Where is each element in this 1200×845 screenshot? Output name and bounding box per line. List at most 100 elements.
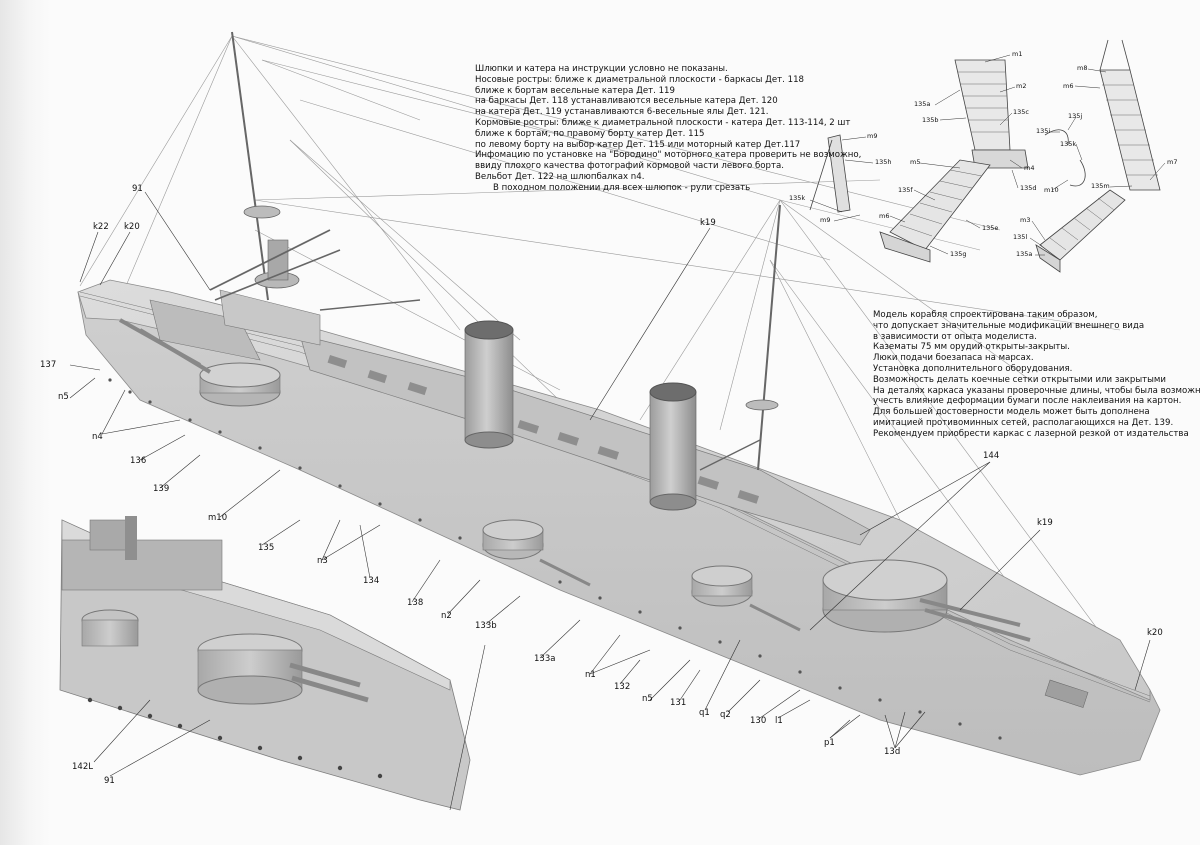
part-label: k19 xyxy=(700,218,716,228)
part-label: 91 xyxy=(132,184,143,194)
note-line: ближе к бортам весельные катера Дет. 119 xyxy=(475,85,675,96)
aft-main-turret xyxy=(822,559,1031,642)
foremast xyxy=(209,31,421,311)
part-label: n2 xyxy=(441,611,452,621)
part-label: m10 xyxy=(208,513,228,523)
detail-label: m9 xyxy=(867,132,878,140)
part-label: n5 xyxy=(58,392,69,402)
detail-label: 135m xyxy=(1091,182,1110,190)
part-label: n1 xyxy=(585,670,596,680)
detail-label: m5 xyxy=(910,158,921,166)
detail-label: m9 xyxy=(820,216,831,224)
part-label: 138 xyxy=(407,598,424,608)
part-label: n4 xyxy=(92,432,103,442)
note-line: что допускает значительные модификации в… xyxy=(873,320,1145,331)
part-label: l1 xyxy=(775,716,783,726)
detail-label: 135j xyxy=(1068,112,1083,120)
detail-label: 135g xyxy=(950,250,967,258)
part-label: 91 xyxy=(104,776,115,786)
detail-label: m6 xyxy=(1063,82,1074,90)
part-label: 144 xyxy=(983,451,1000,461)
note-line: Модель корабля спроектирована таким обра… xyxy=(873,310,1098,320)
note-line: Люки подачи боезапаса на марсах. xyxy=(873,353,1034,364)
detail-label: 135i xyxy=(1036,127,1051,135)
part-label: 133b xyxy=(475,621,497,631)
part-label: k20 xyxy=(1147,628,1163,638)
part-label: 135 xyxy=(258,543,275,553)
part-label: 137 xyxy=(40,360,57,370)
detail-label: 135e xyxy=(982,224,999,232)
ladder-leader-lines xyxy=(809,54,1166,256)
bridge-structure xyxy=(149,289,321,361)
note-line: на баркасы Дет. 118 устанавливаются весе… xyxy=(475,96,778,107)
note-line: имитацией противоминных сетей, располага… xyxy=(873,417,1174,428)
note-line: ввиду плохого качества фотографий кормов… xyxy=(475,161,784,172)
part-label: 133a xyxy=(534,654,556,664)
ladder-details xyxy=(809,39,1161,273)
detail-label: m3 xyxy=(1020,216,1031,224)
note-line: по левому борту на выбор катер Дет. 115 … xyxy=(475,139,801,150)
part-label: 131 xyxy=(670,698,687,708)
detail-label: m7 xyxy=(1167,158,1178,166)
leader-lines xyxy=(69,191,1151,749)
mainmast xyxy=(699,204,781,471)
detail-label: m6 xyxy=(879,212,890,220)
note-line: Кормовые ростры: ближе к диаметральной п… xyxy=(475,117,851,128)
part-label: q2 xyxy=(720,710,731,720)
detail-label: 135l xyxy=(1013,233,1028,241)
detail-label: 135d xyxy=(1020,184,1037,192)
part-label: n5 xyxy=(642,694,653,704)
detail-label: 135h xyxy=(875,158,892,166)
note-line: Вельбот Дет. 122 на шлюпбалках n4. xyxy=(475,171,645,182)
part-label: k20 xyxy=(124,222,140,232)
note-line: Носовые ростры: ближе к диаметральной пл… xyxy=(475,74,805,85)
note-line: Рекомендуем приобрести каркас с лазерной… xyxy=(873,428,1189,439)
note-line: Казематы 75 мм орудий открыты-закрыты. xyxy=(873,342,1070,353)
deck-details xyxy=(327,355,760,504)
note-line: ближе к бортам, по правому борту катер Д… xyxy=(475,128,705,139)
detail-label: m10 xyxy=(1044,186,1059,194)
forward-turret xyxy=(119,318,281,407)
inset-leader-lines xyxy=(93,699,211,777)
part-label: 136 xyxy=(130,456,147,466)
detail-label: 135k xyxy=(789,194,806,202)
part-label: q1 xyxy=(699,708,710,718)
note-line: на катера Дет. 119 устанавливаются 6-вес… xyxy=(475,107,769,118)
detail-label: 135f xyxy=(898,186,913,194)
note-line: Установка дополнительного оборудования. xyxy=(873,363,1073,374)
detail-label: 135a xyxy=(914,100,931,108)
funnel-fore xyxy=(464,320,514,449)
funnel-aft xyxy=(649,382,697,511)
detail-label: m4 xyxy=(1024,164,1035,172)
part-label: 13d xyxy=(884,747,901,757)
part-label: n3 xyxy=(317,556,328,566)
note-line: учесть влияние деформации бумаги после н… xyxy=(873,396,1182,407)
note-line: в зависимости от опыта моделиста. xyxy=(873,331,1037,342)
part-label: 134 xyxy=(363,576,380,586)
part-label: 142L xyxy=(72,762,93,772)
detail-label: m2 xyxy=(1016,82,1027,90)
note-line: Возможность делать коечные сетки открыты… xyxy=(873,374,1166,385)
note-line: Шлюпки и катера на инструкции условно не… xyxy=(475,64,728,74)
note-line: В походном положении для всех шлюпок - р… xyxy=(493,182,751,193)
model-notes: Модель корабля спроектирована таким обра… xyxy=(873,310,1200,440)
superstructure xyxy=(299,334,871,546)
note-line: Инфомацию по установке на "Бородино" мот… xyxy=(475,150,862,161)
detail-label: 135c xyxy=(1013,108,1029,116)
note-line: На деталях каркаса указаны проверочные д… xyxy=(873,385,1200,396)
detail-label: m1 xyxy=(1012,50,1023,58)
part-label: 139 xyxy=(153,484,170,494)
inset-bow-view xyxy=(59,516,486,811)
rigging-lines xyxy=(79,35,1151,701)
part-label: 132 xyxy=(614,682,631,692)
part-label: k22 xyxy=(93,222,109,232)
detail-label: 135k xyxy=(1060,140,1077,148)
detail-label: 135b xyxy=(922,116,939,124)
note-line: Для большей достоверности модель может б… xyxy=(873,407,1150,418)
boats-notes: Шлюпки и катера на инструкции условно не… xyxy=(475,64,861,194)
part-label: p1 xyxy=(824,738,835,748)
detail-label: m8 xyxy=(1077,64,1088,72)
part-label: 130 xyxy=(750,716,767,726)
part-label: k19 xyxy=(1037,518,1053,528)
